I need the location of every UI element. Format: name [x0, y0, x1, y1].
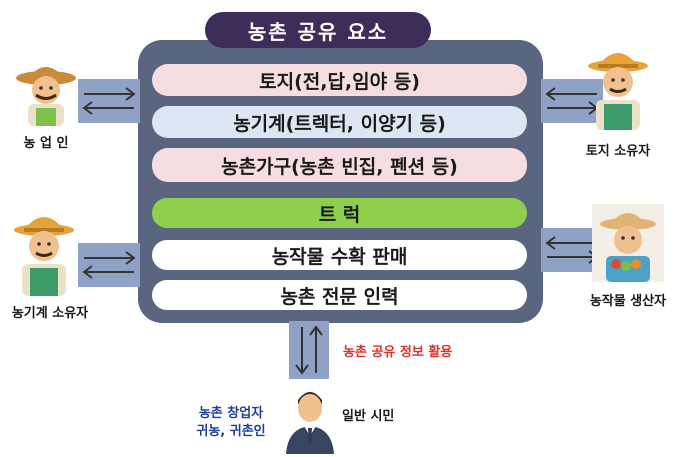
farmer-icon: [16, 67, 76, 126]
item-machinery: 농기계(트렉터, 이양기 등): [152, 106, 527, 138]
crop-producer-icon: [592, 204, 664, 282]
land-owner-icon: [588, 53, 648, 130]
item-crop-sales: 농작물 수확 판매: [152, 240, 527, 270]
farmer-label: 농 업 인: [23, 136, 69, 151]
crop-producer-label: 농작물 생산자: [589, 294, 667, 309]
machine-owner-label: 농기계 소유자: [11, 306, 89, 321]
item-rural-workforce: 농촌 전문 인력: [152, 280, 527, 310]
farmer-exchange-arrows: [78, 79, 140, 123]
citizen-label: 일반 시민: [342, 409, 395, 424]
land-owner-exchange-arrows: [541, 79, 603, 123]
machine-owner-icon: [14, 217, 74, 296]
founder-label-1: 농촌 창업자: [198, 406, 264, 421]
item-rural-housing: 농촌가구(농촌 빈집, 펜션 등): [152, 148, 527, 182]
land-owner-label: 토지 소유자: [585, 144, 651, 159]
citizen-exchange-arrows: [289, 321, 329, 379]
info-usage-label: 농촌 공유 정보 활용: [343, 345, 453, 360]
diagram-title: 농촌 공유 요소: [205, 12, 431, 48]
citizen-icon: [286, 392, 334, 454]
machine-owner-exchange-arrows: [78, 243, 140, 287]
item-land: 토지(전,답,임야 등): [152, 64, 527, 96]
founder-label-2: 귀농, 귀촌인: [196, 424, 266, 439]
item-truck: 트 럭: [152, 198, 527, 228]
